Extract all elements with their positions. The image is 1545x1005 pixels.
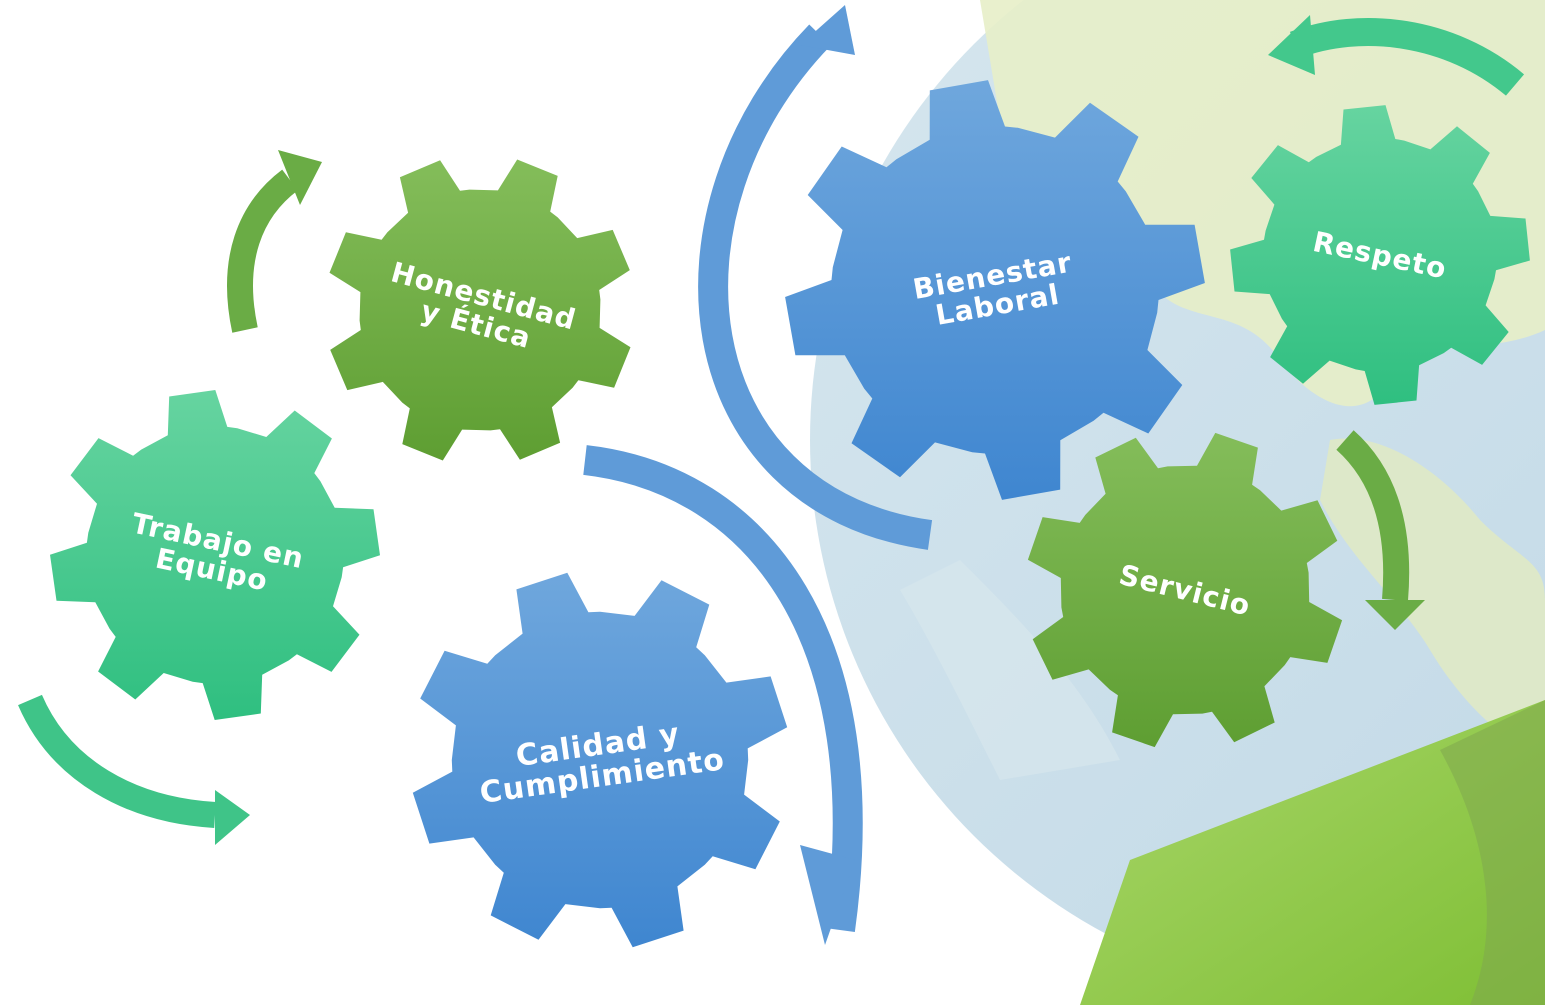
gear-respeto: Respeto xyxy=(1230,105,1530,405)
gear-shape-calidad xyxy=(412,572,788,948)
gear-calidad: Calidad yCumplimiento xyxy=(412,572,788,948)
arrow-respeto-servicio xyxy=(1336,430,1425,630)
arrow-calidad-down xyxy=(583,445,863,945)
arrow-respeto-top xyxy=(1268,15,1525,96)
gear-trabajo: Trabajo enEquipo xyxy=(50,390,380,720)
cycle-arrows xyxy=(18,5,1525,945)
gear-bienestar: BienestarLaboral xyxy=(785,80,1205,500)
gear-shape-bienestar xyxy=(785,80,1205,500)
gear-shape-trabajo xyxy=(50,390,380,720)
gear-honestidad: Honestidady Ética xyxy=(329,159,631,461)
arrow-trabajo-honestidad xyxy=(227,150,322,333)
gear-shape-servicio xyxy=(1027,432,1343,748)
arrow-bienestar-up xyxy=(698,5,933,550)
gear-servicio: Servicio xyxy=(1027,432,1343,748)
gear-shape-respeto xyxy=(1230,105,1530,405)
arrow-trabajo-calidad xyxy=(18,694,250,845)
gear-shape-honestidad xyxy=(329,159,631,461)
